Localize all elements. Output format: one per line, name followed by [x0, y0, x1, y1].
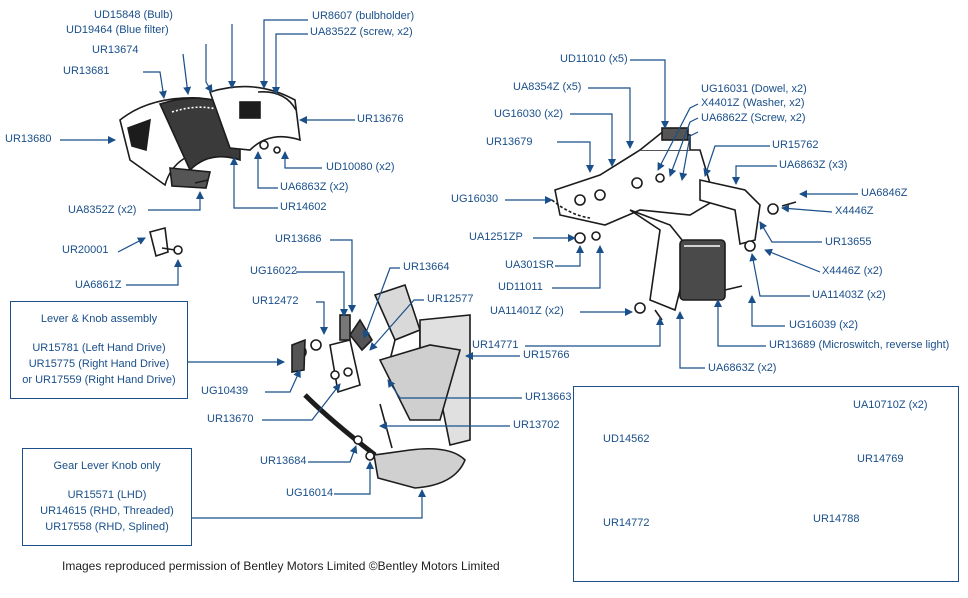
label-ur14772: UR14772 [603, 517, 650, 529]
label-ur13681: UR13681 [63, 65, 110, 77]
label-ur14602: UR14602 [280, 201, 327, 213]
label-ur15766: UR15766 [523, 349, 570, 361]
label-x4446z-x2: X4446Z (x2) [822, 265, 883, 277]
label-ur13684: UR13684 [260, 455, 307, 467]
label-ua8352z-top: UA8352Z (screw, x2) [310, 26, 413, 38]
label-ur20001: UR20001 [62, 244, 109, 256]
lever-knob-assembly-box [10, 301, 188, 399]
label-x4401z: X4401Z (Washer, x2) [701, 97, 805, 109]
label-ur13679: UR13679 [486, 136, 533, 148]
label-ug16039: UG16039 (x2) [789, 319, 859, 331]
indicator-lamp-assembly [119, 85, 301, 189]
label-ud11010: UD11010 (x5) [560, 53, 628, 65]
label-ug16030-x2: UG16030 (x2) [494, 108, 564, 120]
label-ug16031: UG16031 (Dowel, x2) [701, 83, 807, 95]
label-ur13676: UR13676 [357, 113, 404, 125]
knob-box-title: Gear Lever Knob only [53, 460, 161, 472]
label-ur13689: UR13689 (Microswitch, reverse light) [769, 339, 950, 351]
label-ua6846z: UA6846Z [861, 187, 908, 199]
label-ud11011: UD11011 [498, 281, 543, 293]
label-ur13670: UR13670 [207, 413, 254, 425]
label-ur13663: UR13663 [525, 391, 572, 403]
leader-lines [60, 19, 858, 525]
knob-box-line1: UR15571 (LHD) [67, 489, 147, 501]
label-ur13686: UR13686 [275, 233, 322, 245]
label-ua6861z: UA6861Z [75, 279, 122, 291]
lever-box-line1: UR15781 (Left Hand Drive) [32, 342, 166, 354]
label-x4446z: X4446Z [835, 205, 874, 217]
label-ua8354z: UA8354Z (x5) [513, 81, 582, 93]
label-ur13664: UR13664 [403, 261, 450, 273]
label-ua6863z-a: UA6863Z (x2) [280, 181, 349, 193]
label-ur13655: UR13655 [825, 236, 872, 248]
label-ud15848: UD15848 (Bulb) [94, 9, 173, 21]
label-ug16030: UG16030 [451, 193, 499, 205]
small-bracket-ur20001 [149, 226, 183, 258]
label-ur13702: UR13702 [513, 419, 560, 431]
knob-box-line3: UR17558 (RHD, Splined) [45, 521, 169, 533]
lever-box-title: Lever & Knob assembly [40, 313, 158, 325]
label-ur12577: UR12577 [427, 293, 474, 305]
label-ua6863z-b: UA6863Z (x2) [708, 362, 777, 374]
label-ur12472: UR12472 [252, 295, 299, 307]
label-ud14562: UD14562 [603, 433, 650, 445]
gear-lever-knob-box [22, 448, 192, 546]
label-ud10080: UD10080 (x2) [326, 161, 395, 173]
gear-lever-assembly [291, 283, 471, 489]
label-ug10439: UG10439 [201, 385, 249, 397]
label-ud19464: UD19464 (Blue filter) [66, 24, 169, 36]
label-ur13680: UR13680 [5, 133, 52, 145]
label-ur14771: UR14771 [472, 339, 519, 351]
copyright-credit: Images reproduced permission of Bentley … [62, 559, 500, 573]
label-ur8607: UR8607 (bulbholder) [312, 10, 415, 22]
label-ur13674: UR13674 [92, 44, 139, 56]
lever-box-line2: UR15775 (Right Hand Drive) [28, 358, 170, 370]
label-ur14769: UR14769 [857, 453, 904, 465]
label-ug16022: UG16022 [250, 265, 298, 277]
label-ua11403z: UA11403Z (x2) [812, 289, 886, 301]
label-ua10710z: UA10710Z (x2) [853, 399, 928, 411]
label-ur15762: UR15762 [772, 139, 819, 151]
label-ua8352z-bot: UA8352Z (x2) [68, 204, 137, 216]
lever-box-line3: or UR17559 (Right Hand Drive) [22, 374, 176, 386]
label-ua6863z-x3: UA6863Z (x3) [779, 159, 848, 171]
label-ua11401z: UA11401Z (x2) [490, 305, 564, 317]
microswitch-inset-box [573, 386, 959, 582]
knob-box-line2: UR14615 (RHD, Threaded) [40, 505, 174, 517]
label-ua6862z: UA6862Z (Screw, x2) [701, 112, 806, 124]
label-ua301sr: UA301SR [505, 259, 554, 271]
label-ua1251zp: UA1251ZP [469, 231, 523, 243]
label-ug16014: UG16014 [286, 487, 334, 499]
label-ur14788: UR14788 [813, 513, 860, 525]
